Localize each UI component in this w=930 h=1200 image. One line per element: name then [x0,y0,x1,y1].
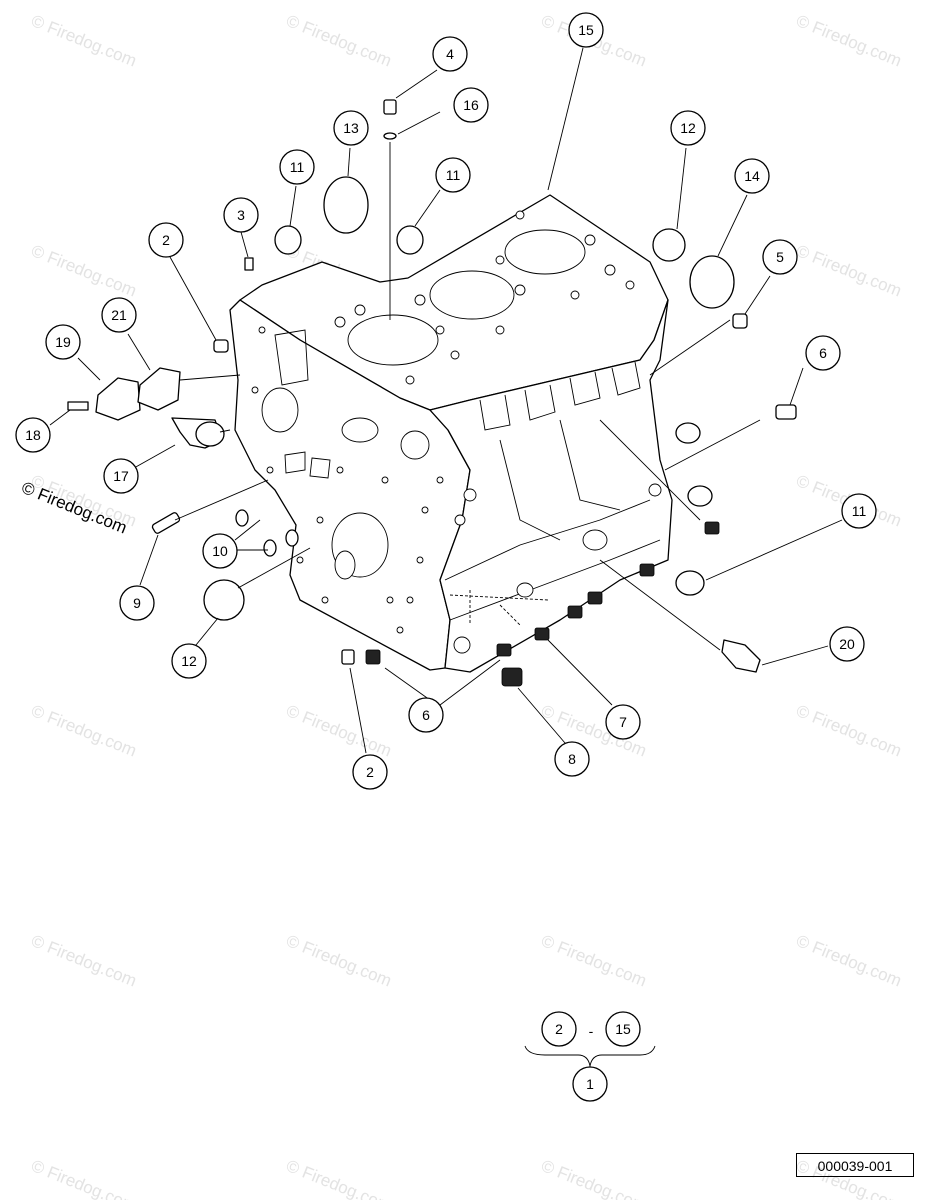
callout-9: 9 [119,585,155,621]
svg-text:12: 12 [680,120,696,136]
watermark-text: © Firedog.com [284,701,395,760]
callout-5: 5 [762,239,798,275]
svg-text:7: 7 [619,714,627,730]
watermark-text: © Firedog.com [794,931,905,990]
watermark-text: © Firedog.com [29,11,140,70]
range-separator: - [589,1023,594,1039]
svg-text:2: 2 [162,232,170,248]
svg-text:2: 2 [366,764,374,780]
watermark-text: © Firedog.com [29,701,140,760]
watermark-text: © Firedog.com [29,931,140,990]
callout-15: 15 [568,12,604,48]
svg-text:13: 13 [343,120,359,136]
svg-text:12: 12 [181,653,197,669]
svg-text:16: 16 [463,97,479,113]
svg-text:15: 15 [578,22,594,38]
watermark-text: © Firedog.com [29,1156,140,1200]
callout-1-assembly: 1 [572,1066,608,1102]
svg-text:10: 10 [212,543,228,559]
svg-text:19: 19 [55,334,71,350]
svg-text:15: 15 [615,1021,631,1037]
callout-20: 20 [829,626,865,662]
watermark-text: © Firedog.com [284,931,395,990]
cylinder-block-drawing [229,194,673,673]
callout-11-top-right: 11 [435,157,471,193]
watermark-text: © Firedog.com [794,241,905,300]
callout-4: 4 [432,36,468,72]
callout-12-top: 12 [670,110,706,146]
callout-18: 18 [15,417,51,453]
callout-6-lower: 6 [408,697,444,733]
watermark-text: © Firedog.com [284,11,395,70]
svg-text:3: 3 [237,207,245,223]
callout-21: 21 [101,297,137,333]
svg-text:2: 2 [555,1021,563,1037]
svg-text:21: 21 [111,307,127,323]
callout-layer: 4 15 16 13 12 11 11 14 3 2 5 21 19 6 18 … [15,12,877,1102]
svg-text:17: 17 [113,468,129,484]
svg-text:11: 11 [446,167,461,183]
watermark-text: © Firedog.com [284,1156,395,1200]
svg-text:4: 4 [446,46,454,62]
svg-text:1: 1 [586,1076,594,1092]
watermark-text: © Firedog.com [794,11,905,70]
callout-17: 17 [103,458,139,494]
watermark-text: © Firedog.com [539,1156,650,1200]
callout-2-lower: 2 [352,754,388,790]
svg-text:18: 18 [25,427,41,443]
watermark-text: © Firedog.com [539,931,650,990]
svg-text:20: 20 [839,636,855,652]
figure-id-box: 000039-001 [796,1153,914,1177]
callout-6-upper: 6 [805,335,841,371]
callout-range-end-15: 15 [605,1011,641,1047]
svg-text:6: 6 [819,345,827,361]
svg-text:11: 11 [290,159,305,175]
leader-lines [49,47,843,754]
svg-text:5: 5 [776,249,784,265]
svg-text:9: 9 [133,595,141,611]
svg-text:8: 8 [568,751,576,767]
callout-12-lower: 12 [171,643,207,679]
callout-11-top-left: 11 [279,149,315,185]
callout-13: 13 [333,110,369,146]
callout-8: 8 [554,741,590,777]
loose-parts [67,99,797,687]
svg-text:14: 14 [744,168,760,184]
callout-11-right: 11 [841,493,877,529]
callout-19: 19 [45,324,81,360]
range-bracket [524,1045,656,1068]
svg-text:6: 6 [422,707,430,723]
svg-text:11: 11 [852,503,867,519]
watermark-text: © Firedog.com [794,701,905,760]
callout-range-start-2: 2 [541,1011,577,1047]
callout-3: 3 [223,197,259,233]
callout-16: 16 [453,87,489,123]
callout-2-upper: 2 [148,222,184,258]
watermark-text: © Firedog.com [29,241,140,300]
callout-14: 14 [734,158,770,194]
callout-7: 7 [605,704,641,740]
callout-10: 10 [202,533,238,569]
